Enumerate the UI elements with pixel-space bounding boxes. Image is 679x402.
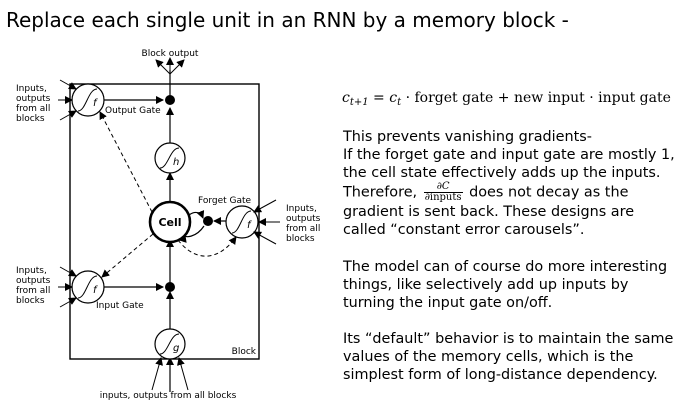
svg-text:from all: from all	[16, 286, 50, 296]
g-unit-circle	[154, 328, 186, 360]
output-gate-inputs-label: Inputs, outputs from all blocks	[16, 84, 51, 124]
svg-text:blocks: blocks	[16, 114, 45, 124]
svg-text:Inputs,: Inputs,	[16, 84, 47, 94]
fraction-numerator: ∂C	[423, 182, 463, 193]
explanation-paragraph-1: This prevents vanishing gradients- If th…	[343, 128, 675, 239]
eq-rhs-text: · forget gate + new input · input gate	[401, 90, 671, 106]
output-gate-circle	[71, 83, 105, 117]
forget-gate-f-label: f	[247, 220, 252, 231]
block-label: Block	[232, 347, 257, 357]
eq-rhs-var: c	[389, 90, 398, 106]
svg-text:outputs: outputs	[16, 94, 51, 104]
explanation-paragraph-2: The model can of course do more interest…	[343, 259, 668, 311]
paragraph-1-body-b: does not decay as the gradient is sent b…	[343, 184, 635, 239]
svg-text:from all: from all	[16, 104, 50, 114]
forget-gate-circle	[225, 205, 259, 239]
paragraph-1-heading: This prevents vanishing gradients-	[343, 129, 592, 145]
svg-text:blocks: blocks	[286, 234, 315, 244]
slide-title: Replace each single unit in an RNN by a …	[6, 8, 569, 32]
svg-text:Inputs,: Inputs,	[16, 266, 47, 276]
svg-text:outputs: outputs	[286, 214, 321, 224]
input-gate-label: Input Gate	[96, 301, 144, 311]
g-unit-label: g	[173, 343, 179, 354]
block-output-label: Block output	[142, 49, 199, 59]
eq-lhs-var: c	[342, 90, 350, 106]
cell-update-equation: ct+1 = ct · forget gate + new input · in…	[342, 90, 671, 108]
eq-rhs-sub: t	[397, 97, 402, 108]
cell-circle	[148, 200, 192, 244]
output-gate-f-label: f	[93, 98, 98, 109]
h-unit-circle	[154, 142, 186, 174]
output-multiplier	[165, 95, 175, 105]
svg-text:from all: from all	[286, 224, 320, 234]
input-multiplier	[165, 282, 175, 292]
svg-text:blocks: blocks	[16, 296, 45, 306]
gradient-fraction: ∂C∂inputs	[423, 182, 463, 203]
explanation-paragraph-3: Its “default” behavior is to maintain th…	[343, 331, 674, 383]
fraction-denominator: ∂inputs	[424, 192, 462, 203]
svg-text:outputs: outputs	[16, 276, 51, 286]
cell-label: Cell	[158, 216, 181, 229]
forget-gate-label: Forget Gate	[198, 196, 252, 206]
svg-text:Inputs,: Inputs,	[286, 204, 317, 214]
eq-lhs-sub: t+1	[349, 97, 369, 108]
eq-equals: =	[368, 90, 390, 106]
input-gate-inputs-label: Inputs, outputs from all blocks	[16, 266, 51, 306]
h-unit-label: h	[173, 157, 179, 168]
input-gate-circle	[71, 270, 105, 304]
bottom-inputs-label: inputs, outputs from all blocks	[100, 391, 237, 401]
paragraph-1-body-a: If the forget gate and input gate are mo…	[343, 147, 675, 201]
forget-multiplier	[203, 216, 213, 226]
input-gate-f-label: f	[93, 285, 98, 296]
output-gate-label: Output Gate	[105, 106, 161, 116]
forget-gate-inputs-label: Inputs, outputs from all blocks	[286, 204, 321, 244]
memory-block-diagram: f Output Gate h Cell f Forget Gate f Inp…	[16, 49, 321, 401]
